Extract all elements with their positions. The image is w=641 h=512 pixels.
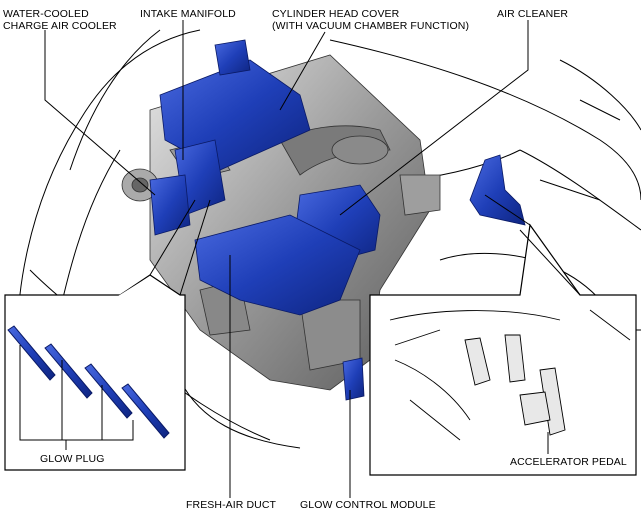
pedal-icon	[464, 334, 566, 436]
glow-plug-label: GLOW PLUG	[40, 453, 105, 465]
cylinder-head-cover-label-line1: CYLINDER HEAD COVER	[272, 8, 400, 20]
accelerator-pedal-label: ACCELERATOR PEDAL	[510, 456, 627, 468]
leader-lines	[44, 20, 529, 498]
cylinder-head-cover	[159, 39, 311, 171]
glow-plug-icon	[7, 325, 170, 439]
glow-control-module-part	[342, 357, 365, 401]
water-cooled-label-line2: CHARGE AIR COOLER	[3, 20, 117, 32]
inset-connector-lines	[149, 194, 581, 296]
glow-plug-inset	[4, 274, 186, 471]
cylinder-head-cover-label-line2: (WITH VACUUM CHAMBER FUNCTION)	[272, 20, 470, 32]
accelerator-pedal-inset	[369, 223, 637, 476]
accelerator-pedal-part	[469, 154, 526, 226]
fresh-air-duct	[194, 214, 361, 316]
intake-manifold-label: INTAKE MANIFOLD	[140, 8, 236, 20]
glow-plug-leader-lines	[19, 345, 134, 450]
air-cleaner-label: AIR CLEANER	[497, 8, 569, 20]
glow-control-module-label: GLOW CONTROL MODULE	[300, 499, 436, 511]
fresh-air-duct-label: FRESH-AIR DUCT	[186, 499, 277, 511]
charge-air-cooler	[149, 174, 191, 236]
water-cooled-label-line1: WATER-COOLED	[3, 8, 89, 20]
